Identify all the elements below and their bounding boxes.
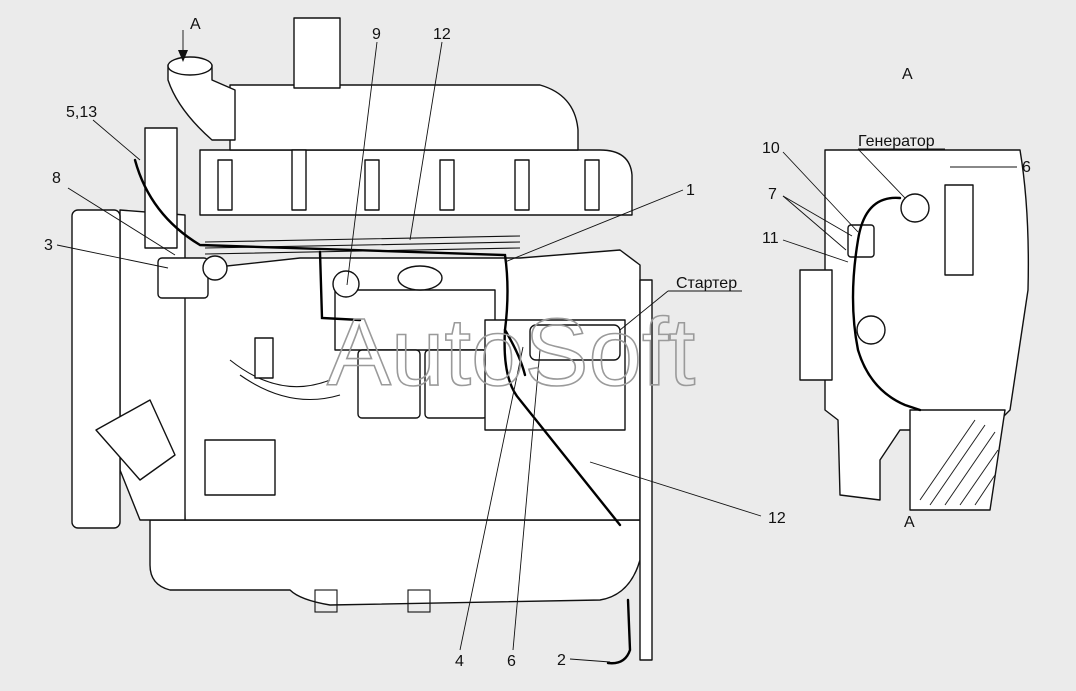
view-a-mount	[909, 409, 1006, 511]
filler-neck	[293, 17, 341, 89]
view-a-bracket	[944, 184, 974, 276]
callout-4: 4	[455, 653, 464, 670]
callout-3: 3	[44, 237, 53, 254]
oil-cooler	[204, 439, 276, 496]
callout-9: 9	[372, 26, 381, 43]
harness-branch-left	[318, 250, 362, 322]
oil-pan	[149, 519, 641, 606]
fuel-filter-left	[357, 349, 421, 419]
front-hose	[95, 399, 176, 481]
view-a-hatch	[919, 419, 999, 506]
view-a-harness	[851, 196, 922, 412]
harness-branch-starter	[503, 328, 527, 377]
oil-hoses	[229, 359, 341, 401]
callout-2: 2	[557, 652, 566, 669]
callout-8: 8	[52, 170, 61, 187]
callout-5-13: 5,13	[66, 104, 97, 121]
harness-ground-strap	[606, 598, 632, 665]
generator-pulley	[900, 193, 930, 223]
starter-solenoid	[529, 324, 621, 361]
callout-12-bottom: 12	[768, 510, 786, 527]
view-arrow-head	[178, 50, 188, 62]
front-cover	[119, 209, 186, 521]
intake-mouth	[167, 56, 213, 76]
callout-12-top: 12	[433, 26, 451, 43]
callout-1: 1	[686, 182, 695, 199]
pump-cover	[397, 265, 443, 291]
view-arrow-label: А	[190, 16, 201, 33]
oil-fitting	[254, 337, 274, 379]
watermark: AutoSoft	[327, 299, 695, 406]
injector-row	[217, 149, 600, 211]
sensor-8	[202, 255, 228, 281]
pulley-stack	[71, 209, 121, 529]
view-a	[799, 149, 1030, 511]
labels: А А А Генератор Стартер 1 2 3 4 5,13 6 8…	[44, 16, 1031, 670]
starter-label: Стартер	[676, 275, 737, 292]
view-a-port	[856, 315, 886, 345]
generator-label: Генератор	[858, 133, 935, 150]
view-a-callout-11: 11	[762, 230, 779, 247]
pan-plug-right	[407, 589, 431, 613]
view-a-bottom-label: А	[904, 514, 915, 531]
view-a-pulley	[799, 269, 833, 381]
sensor-3	[157, 257, 209, 299]
view-a-callout-7: 7	[768, 186, 777, 203]
front-bracket	[144, 127, 178, 249]
view-a-title: А	[902, 66, 913, 83]
sensor-9	[332, 270, 360, 298]
view-a-callout-6: 6	[1022, 159, 1031, 176]
view-a-callout-10: 10	[762, 140, 780, 157]
rocker-cover	[229, 84, 579, 151]
pan-plug-left	[314, 589, 338, 613]
engine-side-view	[71, 17, 653, 661]
callout-6: 6	[507, 653, 516, 670]
leader-lines	[56, 30, 1017, 663]
flywheel-housing	[639, 279, 653, 661]
